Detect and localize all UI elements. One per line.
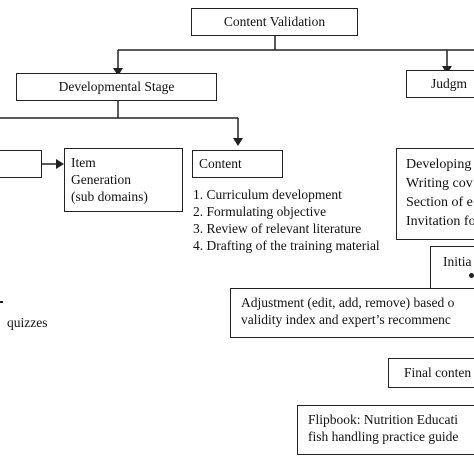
- judgment-stage-box: Judgm: [406, 70, 474, 98]
- content-step-2: 2. Formulating objective: [193, 204, 327, 219]
- item-generation-box: Item Generation (sub domains): [64, 148, 183, 212]
- developmental-stage-label: Developmental Stage: [58, 79, 175, 94]
- adjustment-line-2: validity index and expert’s recommenc: [241, 312, 451, 327]
- judgment-step-3: Section of e: [406, 195, 473, 210]
- content-steps-list: 1. Curriculum development 2. Formulating…: [193, 186, 380, 254]
- developmental-stage-box: Developmental Stage: [16, 73, 217, 101]
- left-cutoff-box: [0, 150, 42, 178]
- content-step-1: 1. Curriculum development: [193, 187, 342, 202]
- content-validation-label: Content Validation: [223, 14, 326, 29]
- left-fragment-tick: [0, 301, 3, 303]
- left-fragment-label: quizzes: [7, 315, 48, 330]
- content-validation-box: Content Validation: [191, 8, 358, 36]
- item-generation-line-3: (sub domains): [71, 189, 148, 204]
- judgment-step-1: Developing: [406, 157, 472, 172]
- adjustment-box: Adjustment (edit, add, remove) based o v…: [230, 288, 474, 338]
- final-content-label: Final conten: [404, 365, 472, 380]
- item-generation-line-2: Generation: [71, 172, 131, 187]
- flipbook-line-2: fish handling practice guide: [308, 429, 459, 444]
- initial-bullet-icon: [469, 273, 474, 278]
- initial-box: Initia: [430, 246, 474, 290]
- content-label: Content: [199, 156, 242, 171]
- flipbook-box: Flipbook: Nutrition Educati fish handlin…: [297, 405, 474, 455]
- content-box: Content: [192, 150, 283, 178]
- adjustment-line-1: Adjustment (edit, add, remove) based o: [241, 295, 455, 310]
- judgment-steps-box: Developing Writing cov Section of e Invi…: [396, 148, 474, 240]
- item-generation-line-1: Item: [71, 155, 96, 170]
- content-step-3: 3. Review of relevant literature: [193, 221, 362, 236]
- judgment-stage-label: Judgm: [431, 76, 468, 91]
- judgment-step-4: Invitation fo: [406, 214, 474, 229]
- initial-label: Initia: [443, 254, 472, 269]
- judgment-step-2: Writing cov: [406, 176, 473, 191]
- flipbook-line-1: Flipbook: Nutrition Educati: [308, 412, 458, 427]
- final-content-box: Final conten: [388, 358, 474, 388]
- left-fragment-text: quizzes: [7, 314, 47, 331]
- content-step-4: 4. Drafting of the training material: [193, 238, 380, 253]
